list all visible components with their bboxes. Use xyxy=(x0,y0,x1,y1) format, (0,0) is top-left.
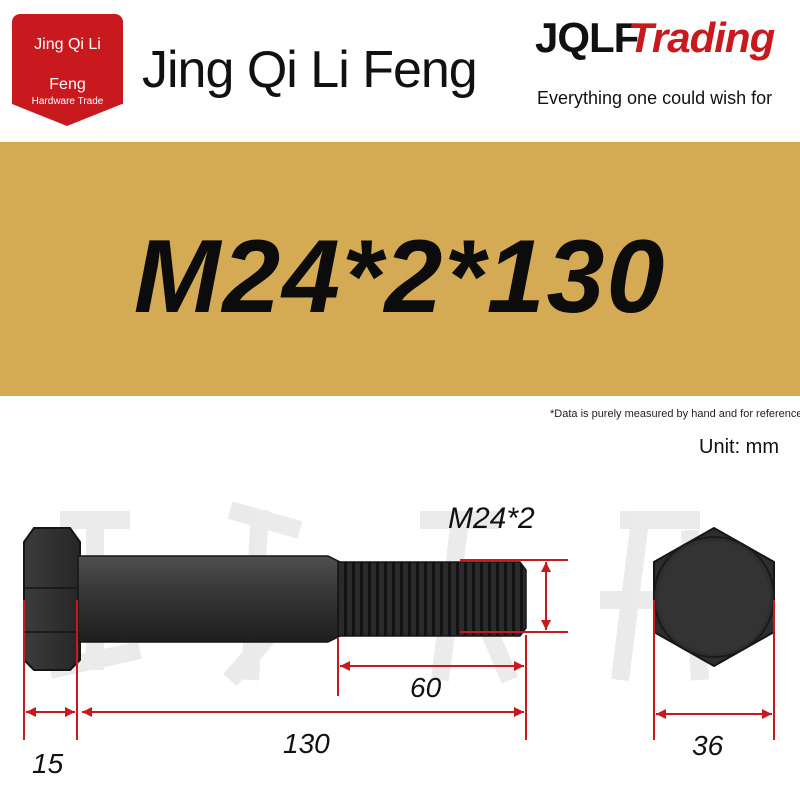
bolt-head-side xyxy=(23,527,81,671)
thread-size-label: M24*2 xyxy=(448,502,535,535)
dim-thread-length: 60 xyxy=(410,672,442,703)
brand-trading: Trading xyxy=(628,14,775,61)
bolt-diagram: M24*2 60 130 15 36 xyxy=(0,470,800,800)
bolt-drawing xyxy=(23,501,775,740)
spec-size: M24*2*130 xyxy=(133,219,667,335)
dimension-lines xyxy=(23,559,775,740)
bolt-thread xyxy=(337,561,527,637)
badge-line1: Jing Qi Li xyxy=(34,36,101,53)
header: Jing Qi Li Feng Hardware Trade Jing Qi L… xyxy=(0,0,800,142)
brand-title: Jing Qi Li Feng xyxy=(142,41,478,99)
dim-total-length: 130 xyxy=(283,728,330,759)
measurement-note: *Data is purely measured by hand and for… xyxy=(550,408,800,420)
dim-head-height: 15 xyxy=(32,748,64,779)
badge-line2: Feng xyxy=(49,76,86,93)
brand-badge: Jing Qi Li Feng Hardware Trade xyxy=(12,14,123,126)
brand-jqlf: JQLF xyxy=(535,14,639,61)
dim-across-flats: 36 xyxy=(692,730,724,761)
bolt-shank xyxy=(77,555,341,643)
spec-band: M24*2*130 xyxy=(0,142,800,396)
badge-line3: Hardware Trade xyxy=(31,96,104,107)
tagline: Everything one could wish for xyxy=(537,88,773,108)
hex-head-end-view xyxy=(653,526,775,668)
unit-label: Unit: mm xyxy=(699,436,779,458)
